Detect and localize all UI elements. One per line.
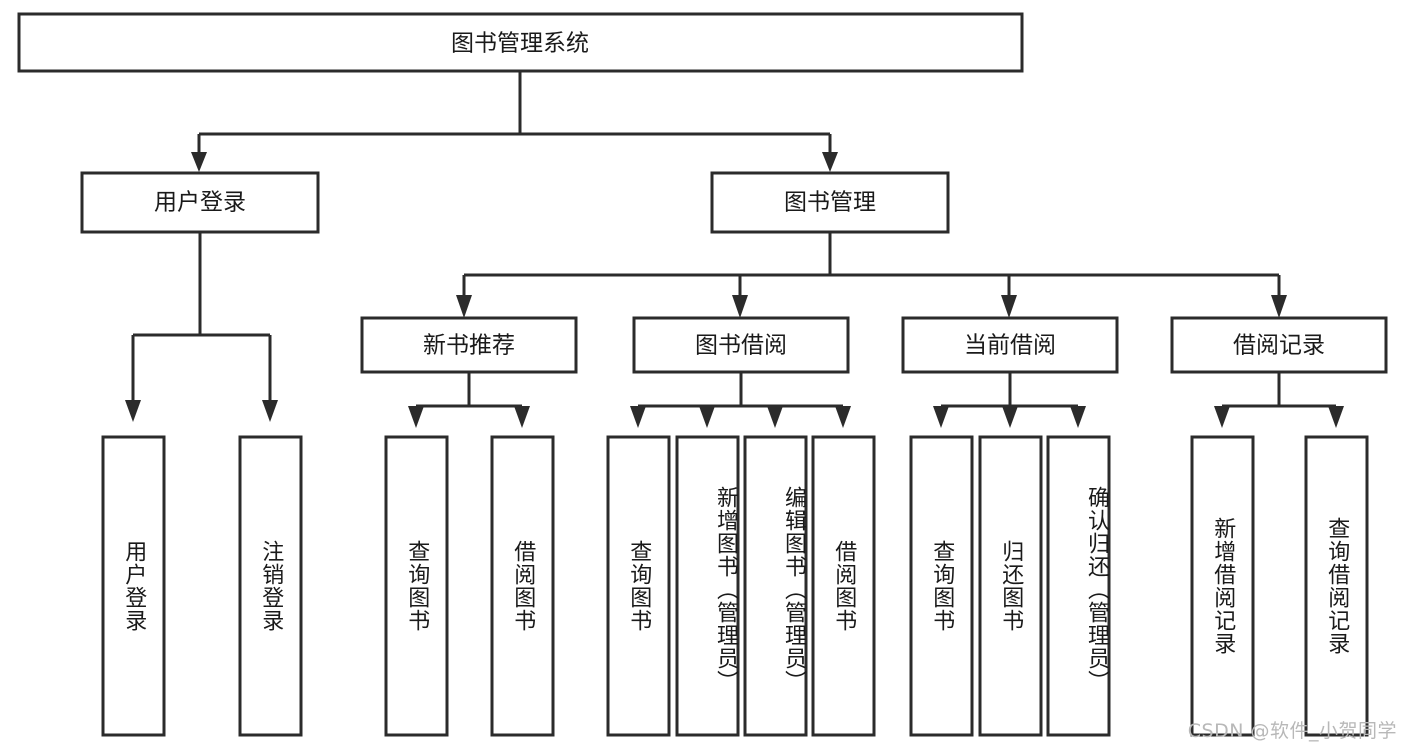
node-user-login[interactable]: 用户登录 [80,171,320,234]
leaf-box-edit-book[interactable] [743,435,808,737]
node-new-book-recommend-box[interactable] [360,316,578,374]
node-book-manage-label: 图书管理 [784,190,876,216]
connector-book-manage-to-level3 [456,232,1287,318]
node-current-borrow-box[interactable] [901,316,1119,374]
connector-root-to-level2 [191,71,838,172]
arrowhead-book-borrow [732,295,748,318]
arrowhead-leaf-edit-book [767,406,783,428]
leaf-box-user-logout[interactable] [238,435,303,737]
leaf-box-query-book-3[interactable] [909,435,974,737]
connector-borrow-record-to-leaves [1214,372,1344,428]
leaf-box-add-record[interactable] [1190,435,1255,737]
node-book-manage[interactable]: 图书管理 [710,171,950,234]
leaf-box-borrow-book-2[interactable] [811,435,876,737]
node-root[interactable]: 图书管理系统 [17,12,1024,73]
arrowhead-current-borrow [1001,295,1017,318]
leaf-box-query-record[interactable] [1304,435,1369,737]
leaf-box-add-book[interactable] [675,435,740,737]
arrowhead-leaf-query-book-3 [933,406,949,428]
node-root-label: 图书管理系统 [451,31,589,57]
node-current-borrow[interactable]: 当前借阅 [901,316,1119,374]
arrowhead-leaf-user-logout [262,400,278,422]
arrowhead-leaf-borrow-book-2 [835,406,851,428]
arrowhead-leaf-query-record [1328,406,1344,428]
arrowhead-leaf-query-book-1 [408,406,424,428]
node-new-book-recommend[interactable]: 新书推荐 [360,316,578,374]
arrowhead-leaf-confirm-return [1070,406,1086,428]
node-borrow-record-label: 借阅记录 [1233,333,1325,359]
node-book-borrow-box[interactable] [632,316,850,374]
node-root-box[interactable] [17,12,1024,73]
leaf-box-borrow-book-1[interactable] [490,435,555,737]
arrowhead-leaf-user-login [125,400,141,422]
node-user-login-label: 用户登录 [154,190,246,216]
connector-new-book-recommend-to-leaves [408,372,530,428]
arrowhead-leaf-add-book [699,406,715,428]
arrowhead-new-book-recommend [456,295,472,318]
arrowhead-to-user-login [191,152,207,172]
csdn-watermark: CSDN @软件_小贺同学 [1187,720,1397,742]
arrowhead-borrow-record [1271,295,1287,318]
node-borrow-record[interactable]: 借阅记录 [1170,316,1388,374]
leaf-box-confirm-return[interactable] [1046,435,1111,737]
arrowhead-leaf-add-record [1214,406,1230,428]
node-book-borrow-label: 图书借阅 [695,333,787,359]
leaf-box-user-login[interactable] [101,435,166,737]
node-book-manage-box[interactable] [710,171,950,234]
connector-user-login-to-leaves [125,232,278,422]
arrowhead-leaf-query-book-2 [630,406,646,428]
connector-current-borrow-to-leaves [933,372,1086,428]
node-new-book-recommend-label: 新书推荐 [423,333,515,359]
node-borrow-record-box[interactable] [1170,316,1388,374]
node-current-borrow-label: 当前借阅 [964,333,1056,359]
arrowhead-leaf-borrow-book-1 [514,406,530,428]
leaf-box-query-book-1[interactable] [384,435,449,737]
arrowhead-leaf-return-book [1002,406,1018,428]
node-book-borrow[interactable]: 图书借阅 [632,316,850,374]
arrowhead-to-book-manage [822,152,838,172]
connector-book-borrow-to-leaves [630,372,851,428]
leaf-box-return-book[interactable] [978,435,1043,737]
leaf-box-query-book-2[interactable] [606,435,671,737]
